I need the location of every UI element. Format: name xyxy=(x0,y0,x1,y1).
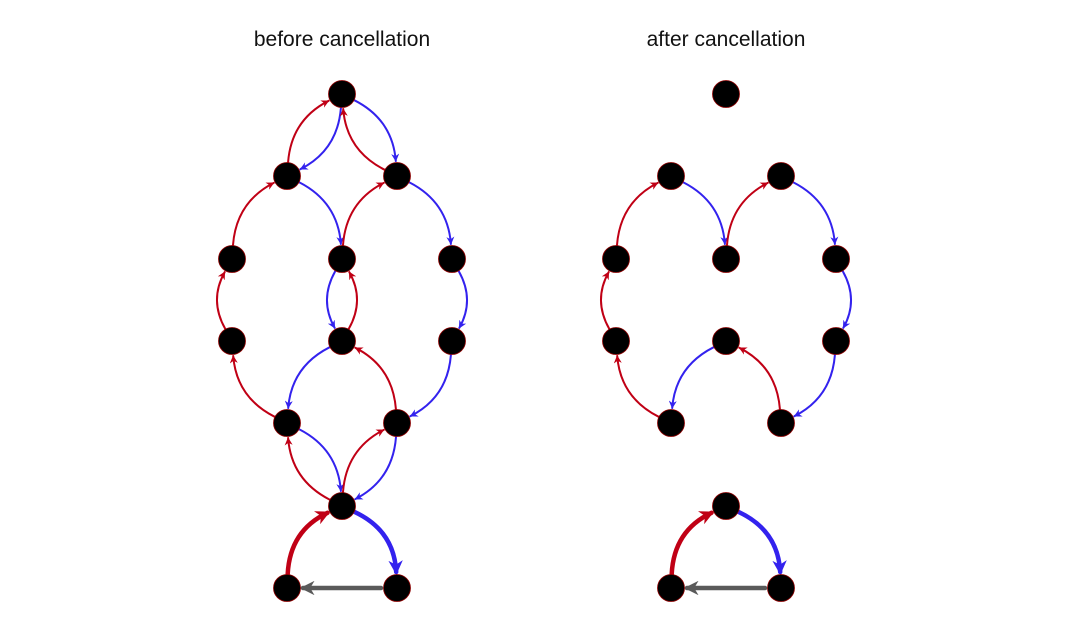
right-node-r3c xyxy=(822,327,850,355)
right-node-mr xyxy=(767,162,795,190)
red-edge xyxy=(354,346,397,410)
blue-edge xyxy=(682,181,729,245)
left-triangle-red-edge xyxy=(285,510,331,577)
left-node-r2b xyxy=(328,245,356,273)
right-node-top xyxy=(712,80,740,108)
red-edge xyxy=(613,355,660,418)
red-edge xyxy=(284,437,331,501)
right-node-tr xyxy=(767,574,795,602)
right-triangle-red-edge xyxy=(669,510,715,577)
left-node-tr xyxy=(383,574,411,602)
blue-edge xyxy=(793,354,836,418)
left-node-r3b xyxy=(328,327,356,355)
blue-edge xyxy=(353,99,400,162)
blue-edge xyxy=(298,181,345,245)
edges-layer xyxy=(215,99,853,596)
right-node-r2a xyxy=(602,245,630,273)
right-node-r2b xyxy=(712,245,740,273)
left-node-ml xyxy=(273,162,301,190)
blue-edge xyxy=(668,346,715,409)
left-node-r2c xyxy=(438,245,466,273)
red-edge xyxy=(215,271,227,330)
blue-edge xyxy=(408,181,455,245)
right-node-bl xyxy=(657,409,685,437)
left-node-br xyxy=(383,409,411,437)
nodes-layer xyxy=(218,80,850,602)
red-edge xyxy=(599,271,611,330)
blue-edge xyxy=(354,436,397,501)
right-node-r2c xyxy=(822,245,850,273)
right-node-bot xyxy=(712,492,740,520)
blue-edge xyxy=(409,354,452,418)
left-node-bot xyxy=(328,492,356,520)
red-edge xyxy=(342,428,385,493)
right-node-ml xyxy=(657,162,685,190)
right-triangle-blue-edge xyxy=(736,509,787,575)
right-node-br xyxy=(767,409,795,437)
red-edge xyxy=(738,346,781,410)
left-node-r3a xyxy=(218,327,246,355)
red-edge xyxy=(342,181,385,246)
left-node-mr xyxy=(383,162,411,190)
left-node-bl xyxy=(273,409,301,437)
after-cancellation-title: after cancellation xyxy=(646,28,806,51)
before-cancellation-title: before cancellation xyxy=(253,28,431,51)
left-node-r2a xyxy=(218,245,246,273)
blue-edge xyxy=(298,428,345,492)
left-node-tl xyxy=(273,574,301,602)
right-node-r3b xyxy=(712,327,740,355)
blue-edge xyxy=(841,270,853,329)
red-edge xyxy=(229,355,276,418)
red-edge xyxy=(616,181,659,246)
red-edge xyxy=(287,99,330,163)
left-node-r3c xyxy=(438,327,466,355)
left-node-top xyxy=(328,80,356,108)
red-edge xyxy=(232,181,275,246)
blue-edge xyxy=(457,270,469,329)
right-node-tl xyxy=(657,574,685,602)
red-edge xyxy=(726,181,769,246)
left-triangle-blue-edge xyxy=(352,509,403,575)
red-edge xyxy=(347,271,359,330)
blue-edge xyxy=(325,270,337,329)
blue-edge xyxy=(792,181,839,245)
right-node-r3a xyxy=(602,327,630,355)
blue-edge xyxy=(284,346,331,409)
red-edge xyxy=(339,108,386,171)
